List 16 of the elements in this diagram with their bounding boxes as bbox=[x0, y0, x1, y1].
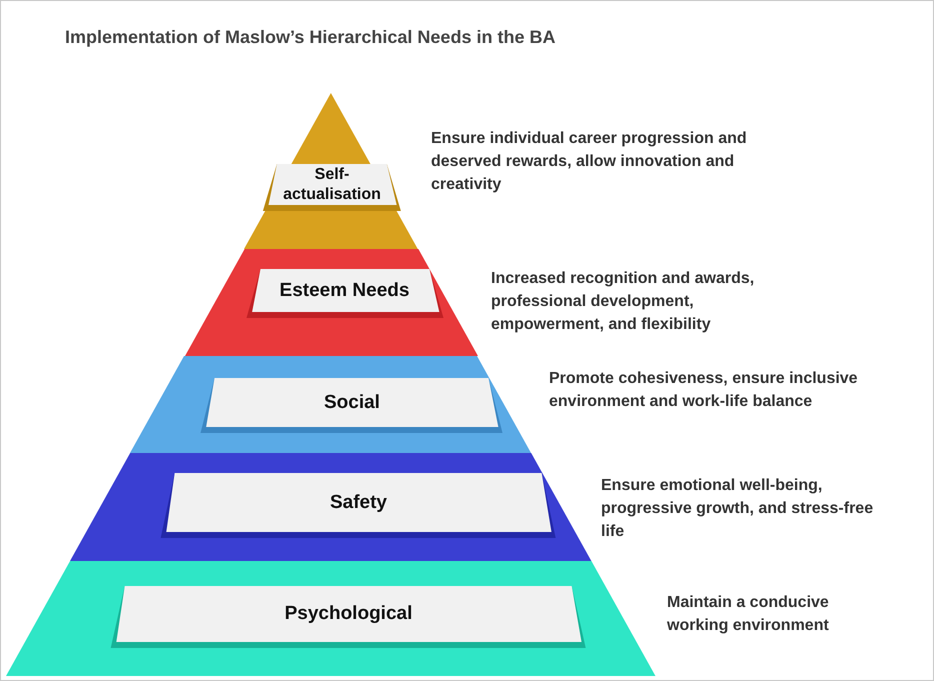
description-text: Promote cohesiveness, ensure inclusive environment and work-life balance bbox=[549, 369, 859, 412]
pyramid-level bbox=[130, 356, 532, 453]
level-label: Safety bbox=[328, 490, 388, 515]
level-label: Social bbox=[322, 390, 381, 415]
pyramid-level bbox=[6, 561, 656, 676]
level-label: Psychological bbox=[284, 602, 414, 626]
description-text: Ensure emotional well-being, progressive growth, and stress-free life bbox=[601, 476, 874, 542]
level-label: Self-actualisation bbox=[282, 164, 382, 204]
description-text: Maintain a conducive working environment bbox=[667, 593, 830, 636]
pyramid-level bbox=[244, 93, 418, 249]
pyramid-level bbox=[184, 249, 478, 356]
diagram-title: Implementation of Maslow’s Hierarchical Needs in the BA bbox=[65, 27, 556, 48]
level-label: Esteem Needs bbox=[278, 278, 410, 303]
description-text: Increased recognition and awards, professional development, empowerment, and flexibility bbox=[491, 269, 756, 336]
pyramid-level bbox=[70, 453, 592, 561]
description-text: Ensure individual career progression and deserved rewards, allow innovation and creativity bbox=[431, 129, 748, 196]
